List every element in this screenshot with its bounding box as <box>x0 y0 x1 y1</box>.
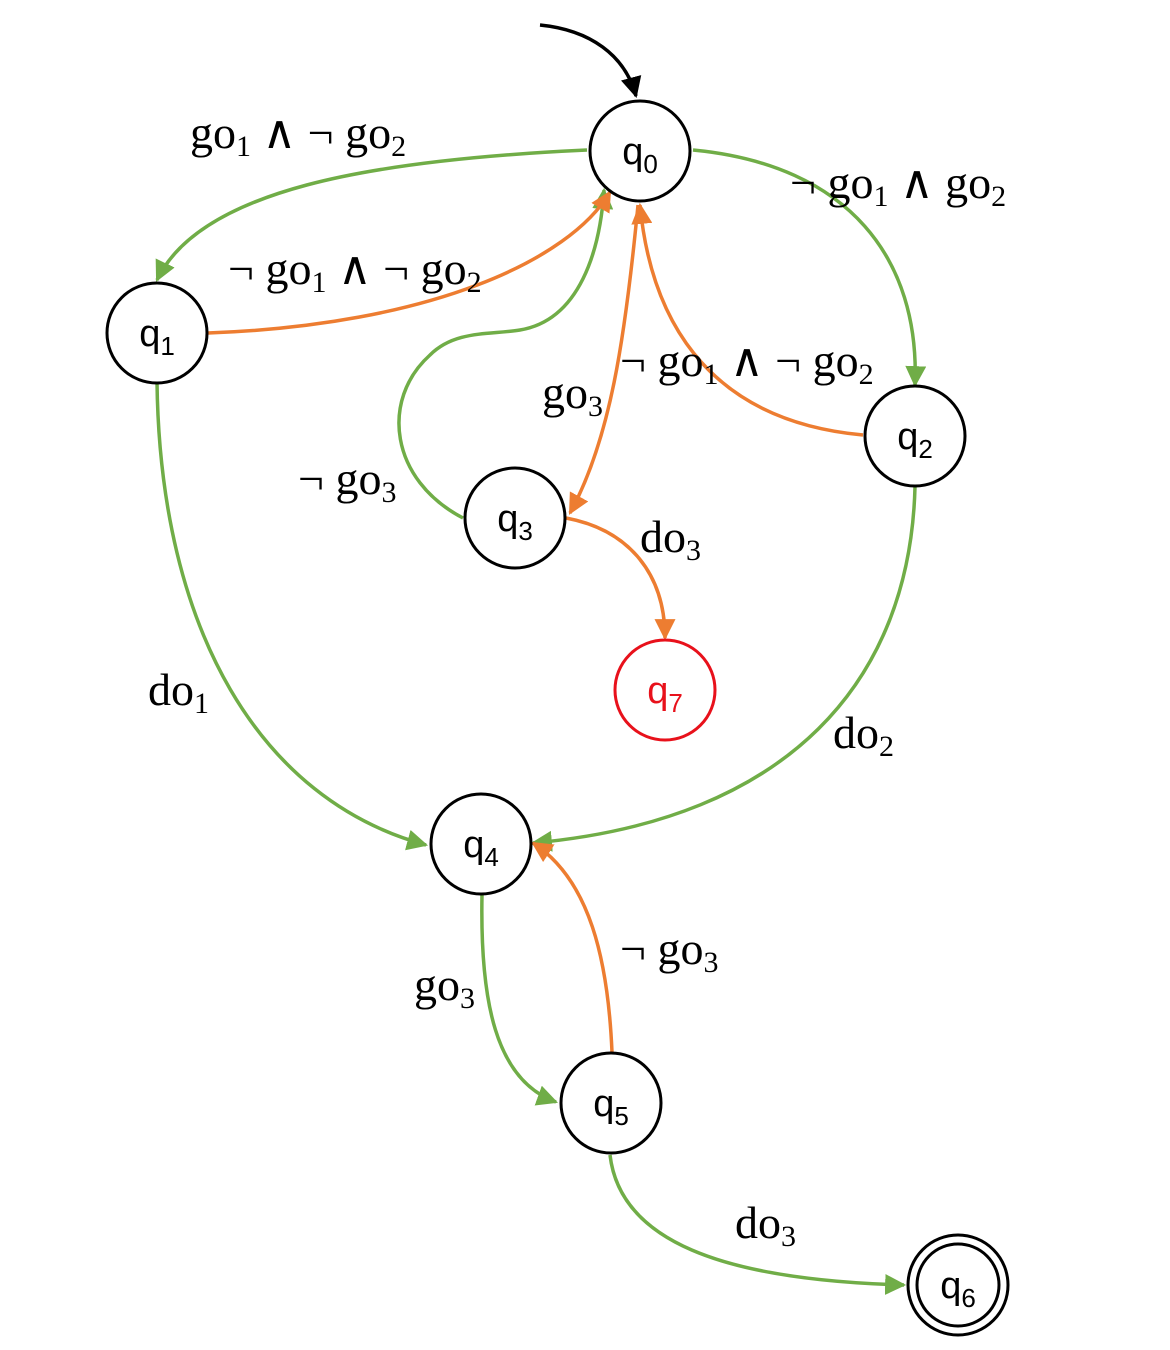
state-q3: q3 <box>463 466 567 570</box>
label-q2-q0: ¬ go1 ∧ ¬ go2 <box>620 335 874 391</box>
label-q5-q4: ¬ go3 <box>620 923 718 979</box>
edge-q1-q0 <box>207 190 612 335</box>
label-q3-q7: do3 <box>640 511 701 567</box>
label-q3-q0: ¬ go3 <box>298 453 396 509</box>
svg-text:q2: q2 <box>897 416 933 464</box>
state-q0: q0 <box>588 99 692 203</box>
edge-q1-q4 <box>155 381 429 851</box>
state-q4: q4 <box>429 792 533 896</box>
edge-q2-q4 <box>530 486 917 852</box>
label-q0-q1: go1 ∧ ¬ go2 <box>190 107 406 163</box>
svg-text:q0: q0 <box>622 131 658 179</box>
edge-q0-q2 <box>692 148 927 388</box>
label-q0-q3: go3 <box>542 367 603 423</box>
svg-text:q7: q7 <box>647 670 683 718</box>
state-q1: q1 <box>105 281 209 385</box>
edge-q5-q4 <box>531 841 614 1053</box>
label-q0-q2: ¬ go1 ∧ go2 <box>790 157 1006 213</box>
state-q5: q5 <box>559 1051 663 1155</box>
svg-text:q6: q6 <box>940 1265 976 1313</box>
svg-text:q5: q5 <box>593 1083 629 1131</box>
edge-q3-q0 <box>397 187 614 520</box>
label-q1-q0: ¬ go1 ∧ ¬ go2 <box>228 243 482 299</box>
svg-text:q4: q4 <box>463 824 499 872</box>
edge-q5-q6 <box>608 1154 907 1295</box>
edge-q0-q3 <box>568 204 640 515</box>
svg-text:q3: q3 <box>497 498 533 546</box>
label-q2-q4: do2 <box>833 707 894 763</box>
start-arrow <box>539 23 642 99</box>
edge-q2-q0 <box>631 202 864 437</box>
edge-q0-q1 <box>155 148 588 282</box>
state-q6-accepting: q6 <box>906 1233 1010 1337</box>
label-q4-q5: go3 <box>414 959 475 1015</box>
edge-q3-q7 <box>565 516 676 641</box>
edge-q4-q5 <box>480 894 558 1106</box>
label-q1-q4: do1 <box>148 664 209 720</box>
state-q2: q2 <box>863 384 967 488</box>
svg-text:q1: q1 <box>139 313 175 361</box>
label-q5-q6: do3 <box>735 1197 796 1253</box>
state-q7-sink: q7 <box>613 638 717 742</box>
